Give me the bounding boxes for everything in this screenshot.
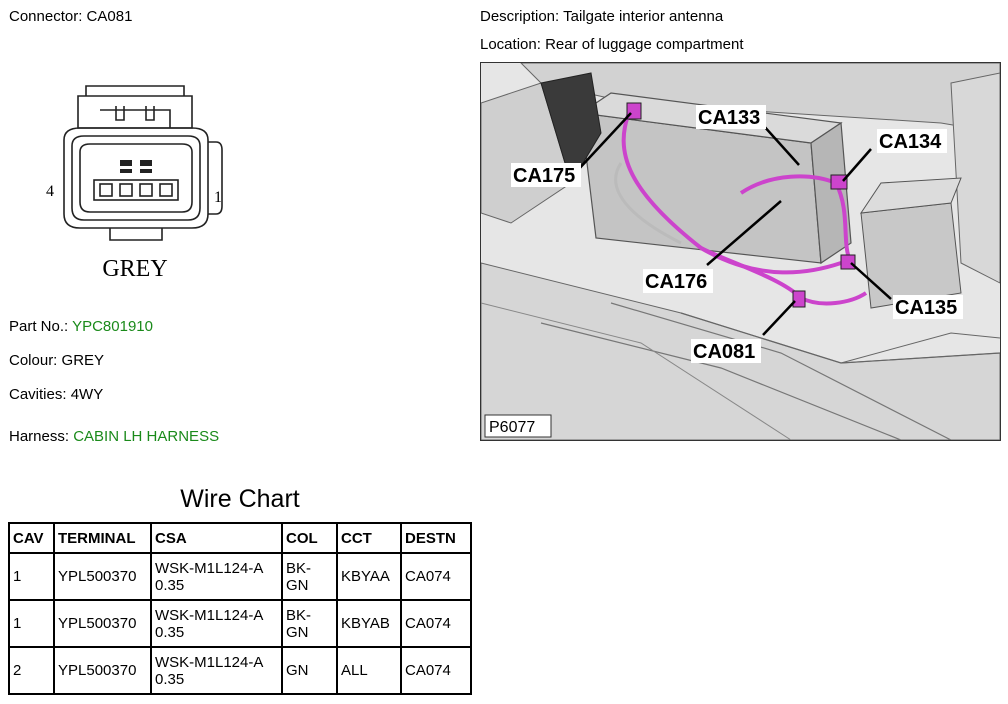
column-header-csa: CSA: [150, 522, 283, 554]
col-cell: BK-GN: [281, 599, 338, 648]
location-illustration: CA175 CA133 CA134 CA176 CA081 CA135 P607…: [480, 62, 1001, 441]
callout-ca175: CA175: [513, 165, 575, 187]
csa-cell: WSK-M1L124-A 0.35: [150, 552, 283, 601]
wire-chart-table: CAV TERMINAL CSA COL CCT DESTN 1 YPL5003…: [8, 522, 472, 695]
connector-face-diagram: 4 1 GREY: [40, 80, 240, 290]
table-row: 1 YPL500370 WSK-M1L124-A 0.35 BK-GN KBYA…: [8, 599, 472, 648]
figure-reference: P6077: [489, 419, 535, 436]
destn-cell: CA074: [400, 646, 472, 695]
cav-cell: 1: [8, 599, 55, 648]
connector-id: CA081: [86, 8, 133, 25]
terminal-cell: YPL500370: [53, 599, 152, 648]
connector-face-drawing: 4 1 GREY: [46, 85, 223, 282]
description-label: Description:: [480, 8, 560, 25]
location-label: Location:: [480, 36, 541, 53]
latch-slot: [140, 169, 152, 173]
wire-chart-title: Wire Chart: [180, 485, 300, 513]
latch-slot: [120, 169, 132, 173]
csa-cell: WSK-M1L124-A 0.35: [150, 646, 283, 695]
column-header-destn: DESTN: [400, 522, 472, 554]
column-header-cav: CAV: [8, 522, 55, 554]
cav-cell: 2: [8, 646, 55, 695]
terminal-cell: YPL500370: [53, 646, 152, 695]
cavities-label: Cavities:: [9, 386, 67, 403]
colour-value: GREY: [61, 352, 105, 369]
connector-marker: [792, 290, 806, 308]
col-cell: BK-GN: [281, 552, 338, 601]
part-number-line: Part No.: YPC801910: [9, 318, 153, 336]
location-value: Rear of luggage compartment: [545, 36, 744, 53]
callout-ca176: CA176: [645, 271, 707, 293]
callout-ca134: CA134: [879, 131, 942, 153]
cct-cell: KBYAB: [336, 599, 402, 648]
table-row: 2 YPL500370 WSK-M1L124-A 0.35 GN ALL CA0…: [8, 646, 472, 695]
colour-label: Colour:: [9, 352, 58, 369]
table-header-row: CAV TERMINAL CSA COL CCT DESTN: [8, 522, 472, 554]
description-value: Tailgate interior antenna: [563, 8, 724, 25]
cav-cell: 1: [8, 552, 55, 601]
pin-right-number: 1: [214, 189, 222, 206]
harness-link[interactable]: CABIN LH HARNESS: [73, 428, 220, 445]
csa-cell: WSK-M1L124-A 0.35: [150, 599, 283, 648]
harness-line: Harness: CABIN LH HARNESS: [9, 428, 219, 446]
colour-line: Colour: GREY: [9, 352, 104, 370]
terminal-cell: YPL500370: [53, 552, 152, 601]
column-header-cct: CCT: [336, 522, 402, 554]
description-heading: Description: Tailgate interior antenna: [480, 8, 723, 26]
harness-label: Harness:: [9, 428, 70, 445]
cct-cell: KBYAA: [336, 552, 402, 601]
col-cell: GN: [281, 646, 338, 695]
cct-cell: ALL: [336, 646, 402, 695]
callout-ca133: CA133: [698, 107, 760, 129]
connector-label: Connector:: [9, 8, 83, 25]
column-header-col: COL: [281, 522, 338, 554]
destn-cell: CA074: [400, 552, 472, 601]
column-header-terminal: TERMINAL: [53, 522, 152, 554]
connector-marker: [840, 254, 856, 270]
destn-cell: CA074: [400, 599, 472, 648]
part-number-label: Part No.:: [9, 318, 69, 335]
cavities-value: 4WY: [70, 386, 104, 403]
table-row: 1 YPL500370 WSK-M1L124-A 0.35 BK-GN KBYA…: [8, 552, 472, 601]
latch-slot: [120, 160, 132, 166]
connector-marker: [830, 174, 848, 190]
cavities-line: Cavities: 4WY: [9, 386, 103, 404]
location-heading: Location: Rear of luggage compartment: [480, 36, 744, 54]
latch-slot: [140, 160, 152, 166]
callout-ca135: CA135: [895, 297, 957, 319]
connector-colour-caption: GREY: [102, 256, 167, 282]
pin-left-number: 4: [46, 183, 54, 200]
callout-ca081: CA081: [693, 341, 755, 363]
part-number-link[interactable]: YPC801910: [72, 318, 153, 335]
connector-heading: Connector: CA081: [9, 8, 132, 26]
luggage-compartment-drawing: CA175 CA133 CA134 CA176 CA081 CA135 P607…: [481, 63, 1000, 440]
